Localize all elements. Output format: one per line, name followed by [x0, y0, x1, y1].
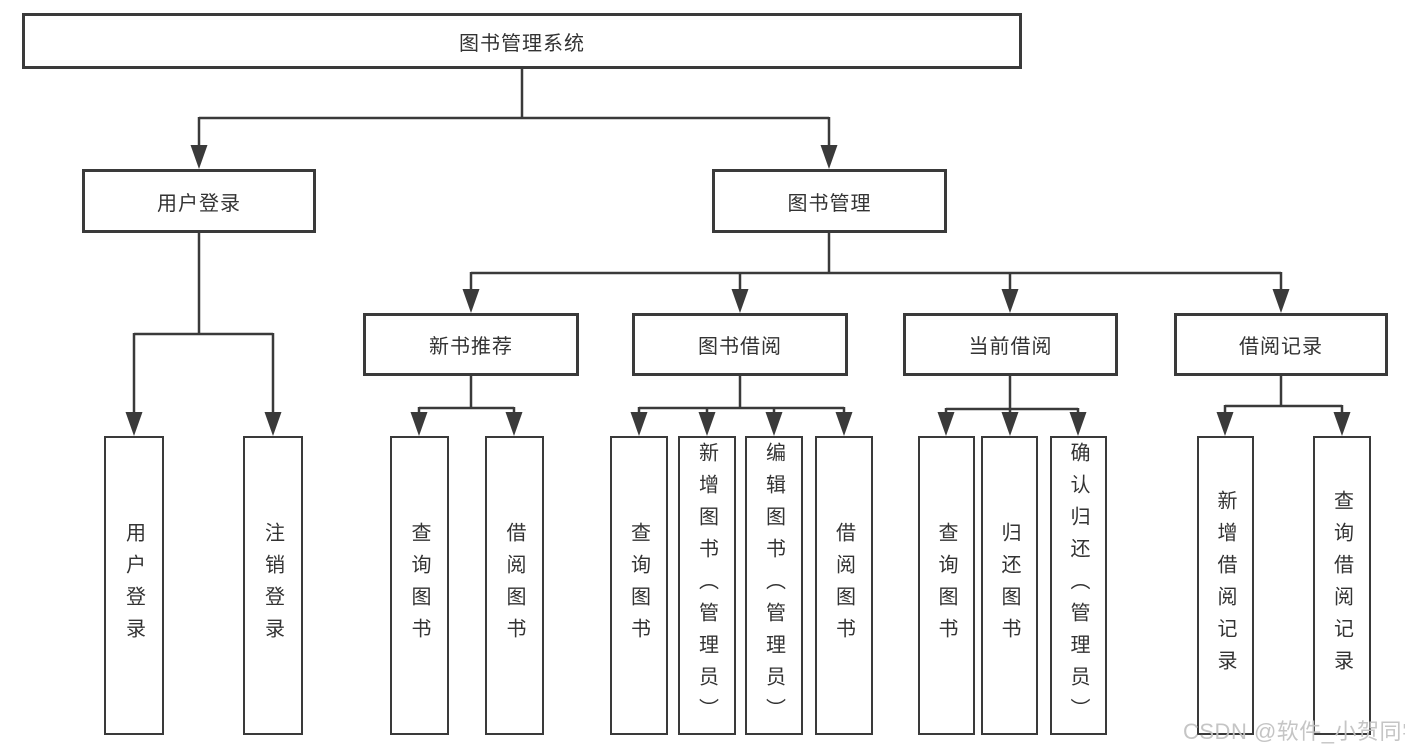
leaf-query-books-current: 查询图书: [918, 436, 975, 735]
leaf-borrow-books-borrowing: 借阅图书: [815, 436, 873, 735]
node-borrowing-records: 借阅记录: [1174, 313, 1388, 376]
leaf-user-login: 用户登录: [104, 436, 164, 735]
leaf-query-books-recommend: 查询图书: [390, 436, 449, 735]
node-current-borrowing: 当前借阅: [903, 313, 1118, 376]
leaf-confirm-return-admin: 确认归还（管理员）: [1050, 436, 1107, 735]
leaf-borrow-books-recommend: 借阅图书: [485, 436, 544, 735]
leaf-add-borrow-record: 新增借阅记录: [1197, 436, 1254, 735]
node-new-book-recommendation: 新书推荐: [363, 313, 579, 376]
node-book-management: 图书管理: [712, 169, 947, 233]
leaf-query-borrow-record: 查询借阅记录: [1313, 436, 1371, 735]
leaf-edit-books-admin: 编辑图书（管理员）: [745, 436, 803, 735]
leaf-return-books: 归还图书: [981, 436, 1038, 735]
node-user-login: 用户登录: [82, 169, 316, 233]
leaf-logout-login: 注销登录: [243, 436, 303, 735]
leaf-add-books-admin: 新增图书（管理员）: [678, 436, 736, 735]
arrowheads: [125, 145, 1351, 436]
watermark: CSDN @软件_小贺同学: [1183, 719, 1405, 744]
node-book-borrowing: 图书借阅: [632, 313, 848, 376]
node-library-management-system: 图书管理系统: [22, 13, 1022, 69]
leaf-query-books-borrowing: 查询图书: [610, 436, 668, 735]
